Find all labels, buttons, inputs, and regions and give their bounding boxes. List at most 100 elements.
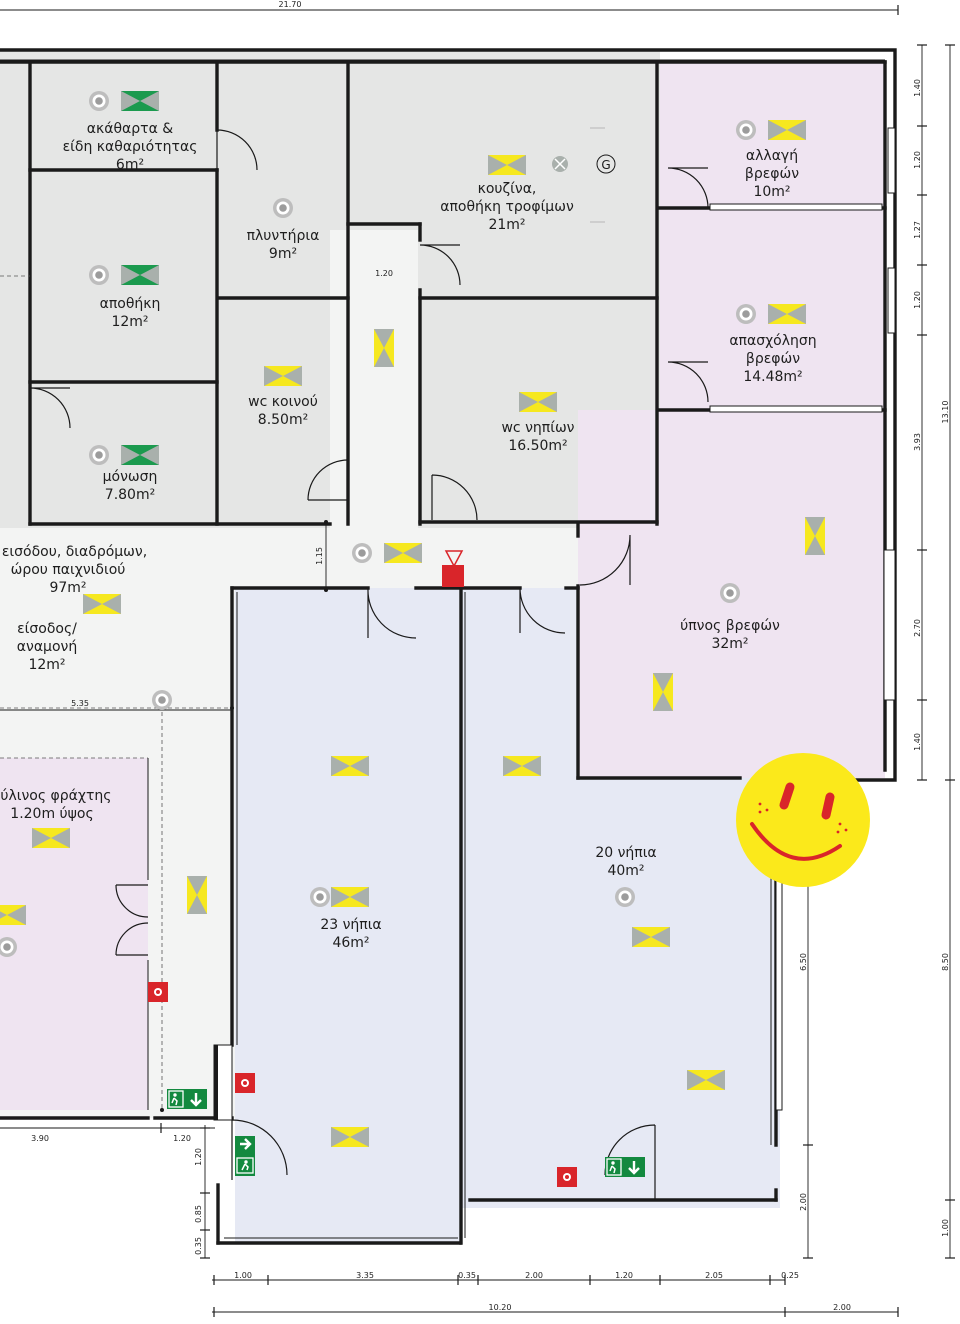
room-label-line: βρεφών: [745, 166, 799, 182]
smoke-detector-icon: [720, 583, 740, 603]
room-label-line: 12m²: [111, 314, 148, 330]
emergency-light-icon: [331, 887, 369, 907]
dimension-corridor: 1.20: [375, 269, 393, 278]
room-label-storage: αποθήκη 12m²: [100, 296, 161, 330]
smoke-detector-icon: [352, 543, 372, 563]
exit-sign-icon: [233, 1134, 257, 1178]
dimension-bottom: 2.00: [525, 1271, 543, 1280]
emergency-light-icon: [331, 756, 369, 776]
emergency-light-icon: [121, 265, 159, 285]
exit-sign-icon: [165, 1087, 209, 1111]
emergency-light-icon: [187, 876, 207, 914]
room-label-line: wc κοινού: [248, 394, 318, 410]
room-label-line: 14.48m²: [743, 369, 802, 385]
dimension-bottom: 3.35: [356, 1271, 374, 1280]
dimension-bottom-total: 10.20: [489, 1303, 512, 1312]
room-label-line: 7.80m²: [105, 487, 155, 503]
dimension-bottom: 2.05: [705, 1271, 723, 1280]
dimension-door-stack: 0.85: [194, 1205, 203, 1223]
smoke-detector-icon: [736, 304, 756, 324]
dimension-corridor-v: 1.15: [315, 547, 324, 565]
fire-alarm-icon: [235, 1073, 255, 1093]
smoke-detector-icon: [89, 445, 109, 465]
exit-sign-icon: [603, 1155, 647, 1179]
emergency-light-icon: [121, 445, 159, 465]
room-label-isolation: μόνωση 7.80m²: [103, 469, 158, 503]
fire-alarm-icon: [148, 982, 168, 1002]
room-label-line: κουζίνα,: [478, 181, 537, 197]
room-label-line: είσοδος/: [17, 621, 77, 637]
dimension-right: 3.93: [913, 433, 922, 451]
room-label-line: 32m²: [711, 636, 748, 652]
room-label-line: είδη καθαριότητας: [63, 139, 198, 155]
room-fills: [0, 50, 885, 1243]
kitchen-equipment: G: [552, 127, 616, 223]
dimension-bottom-left: 1.20: [173, 1134, 191, 1143]
smoke-detector-icon: [89, 91, 109, 111]
emergency-light-icon: [32, 828, 70, 848]
room-label-line: ξύλινος φράχτης: [0, 788, 111, 804]
dimension-bottom-total: 2.00: [833, 1303, 851, 1312]
emergency-light-icon: [768, 120, 806, 140]
room-label-laundry: πλυντήρια 9m²: [247, 228, 320, 262]
room-label-class-23: 23 νήπια 46m²: [320, 917, 381, 951]
dimension-right: 6.50: [799, 953, 808, 971]
smiley-icon: [736, 753, 870, 887]
emergency-light-icon: [519, 392, 557, 412]
room-label-line: 46m²: [332, 935, 369, 951]
emergency-light-icon: [687, 1070, 725, 1090]
dimension-right-outer: 1.00: [941, 1219, 950, 1237]
room-label-line: βρεφών: [746, 351, 800, 367]
dimension-dots: [160, 520, 328, 1112]
room-label-line: 97m²: [49, 580, 86, 596]
smoke-detector-icon: [615, 887, 635, 907]
dimension-bottom: 1.00: [234, 1271, 252, 1280]
room-label-line: 9m²: [269, 246, 297, 262]
smoke-detector-icon: [89, 265, 109, 285]
room-label-class-20: 20 νήπια 40m²: [595, 845, 656, 879]
smoke-detector-icon: [152, 690, 172, 710]
dimension-right: 2.00: [799, 1193, 808, 1211]
dimension-right: 1.27: [913, 221, 922, 239]
room-label-line: 23 νήπια: [320, 917, 381, 933]
fire-alarm-icon: [557, 1167, 577, 1187]
room-label-line: 16.50m²: [508, 438, 567, 454]
room-label-line: αποθήκη: [100, 296, 161, 312]
dimension-right: 1.20: [913, 151, 922, 169]
dimension-door-stack: 0.35: [194, 1237, 203, 1255]
room-label-line: ακάθαρτα &: [87, 121, 173, 137]
room-label-line: μόνωση: [103, 469, 158, 485]
smoke-detector-icon: [273, 198, 293, 218]
room-label-line: πλυντήρια: [247, 228, 320, 244]
emergency-light-icon: [653, 673, 673, 711]
room-label-line: απασχόληση: [729, 333, 816, 349]
dimension-bottom: 0.35: [458, 1271, 476, 1280]
dimension-bottom: 1.20: [615, 1271, 633, 1280]
dimension-door-stack: 1.20: [194, 1148, 203, 1166]
dimension-lines: [0, 9, 951, 1313]
smoke-detector-icon: [310, 887, 330, 907]
room-label-play: απασχόληση βρεφών 14.48m²: [729, 333, 816, 385]
dimension-right-outer: 8.50: [941, 953, 950, 971]
room-label-line: 12m²: [28, 657, 65, 673]
room-label-line: αλλαγή: [746, 148, 798, 164]
emergency-light-icon: [805, 517, 825, 555]
kitchen-g-symbol: G: [601, 158, 610, 172]
emergency-light-icon: [331, 1127, 369, 1147]
emergency-light-icon: [121, 91, 159, 111]
dimension-yard: 5.35: [71, 699, 89, 708]
room-label-line: 20 νήπια: [595, 845, 656, 861]
room-label-line: 40m²: [607, 863, 644, 879]
room-label-line: 21m²: [488, 217, 525, 233]
